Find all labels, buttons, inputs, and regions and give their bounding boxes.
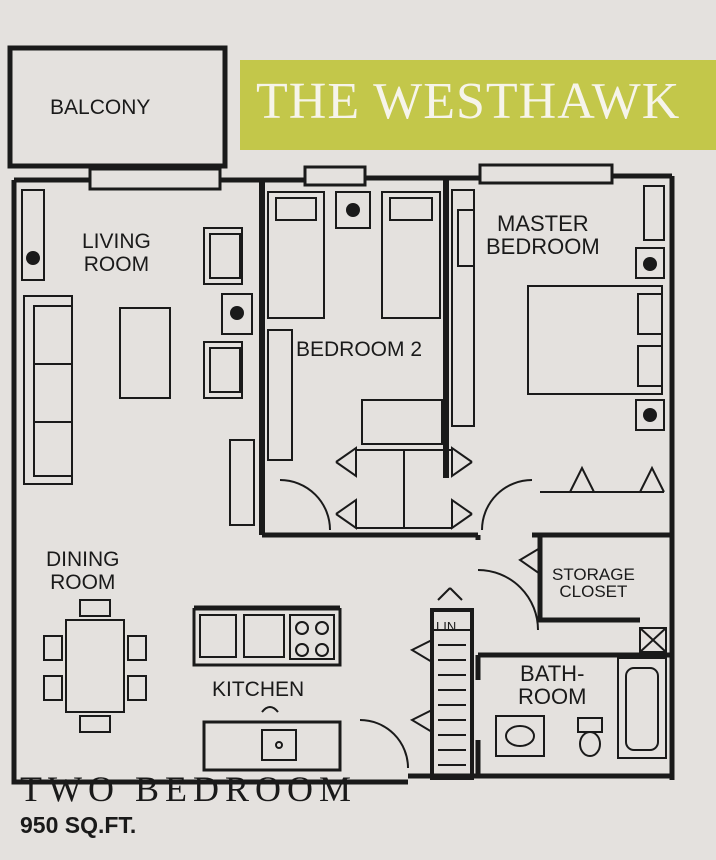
outer-wall-left — [11, 180, 408, 785]
dining-table — [65, 619, 125, 713]
balcony-outline — [7, 45, 228, 169]
window-bedroom2 — [303, 165, 367, 187]
kitchen-counter-bottom — [202, 720, 342, 772]
door-bedroom2 — [279, 479, 331, 531]
door-bathroom — [477, 569, 539, 631]
building-title: THE WESTHAWK — [256, 73, 681, 130]
coffee-table — [119, 307, 171, 399]
master-nightstand-1 — [635, 247, 665, 279]
room-label-linen: LIN. — [436, 619, 460, 634]
window-master — [478, 163, 614, 185]
master-bed — [527, 285, 663, 395]
kitchen-sink — [261, 729, 297, 761]
desk-2 — [267, 329, 293, 461]
bed-2b — [381, 191, 441, 319]
door-master — [481, 479, 533, 531]
door-entry — [359, 719, 409, 769]
title-banner: THE WESTHAWK — [240, 60, 716, 150]
room-label-kitchen: KITCHEN — [212, 678, 305, 701]
armchair-1 — [203, 227, 243, 285]
room-label-dining-room: DINING ROOM — [46, 548, 120, 594]
end-table — [221, 293, 253, 335]
unit-type: TWO BEDROOM — [20, 769, 357, 809]
linen-closet — [430, 608, 474, 780]
armchair-2 — [203, 341, 243, 399]
kitchen-counter-top — [192, 608, 342, 667]
room-label-master-bedroom: MASTER BEDROOM — [486, 211, 600, 259]
bookshelf — [21, 189, 45, 281]
dresser-2 — [361, 399, 443, 445]
master-dresser — [451, 189, 475, 427]
window-living — [88, 167, 222, 191]
sofa — [23, 295, 73, 485]
tv-console — [229, 439, 255, 526]
room-label-storage-closet: STORAGE CLOSET — [552, 565, 635, 601]
master-nightstand-2 — [635, 399, 665, 431]
nightstand-2 — [335, 191, 371, 229]
unit-area: 950 SQ.FT. — [20, 812, 137, 838]
bed-2a — [267, 191, 325, 319]
vanity — [495, 715, 545, 757]
room-label-living-room: LIVING ROOM — [82, 230, 151, 276]
door-storage — [518, 546, 541, 576]
bathtub — [617, 657, 667, 759]
toilet-tank — [577, 717, 603, 733]
room-label-bathroom: BATH- ROOM — [518, 661, 587, 709]
room-label-balcony: BALCONY — [50, 96, 151, 119]
stove — [289, 614, 335, 660]
room-label-bedroom-2: BEDROOM 2 — [296, 338, 423, 361]
